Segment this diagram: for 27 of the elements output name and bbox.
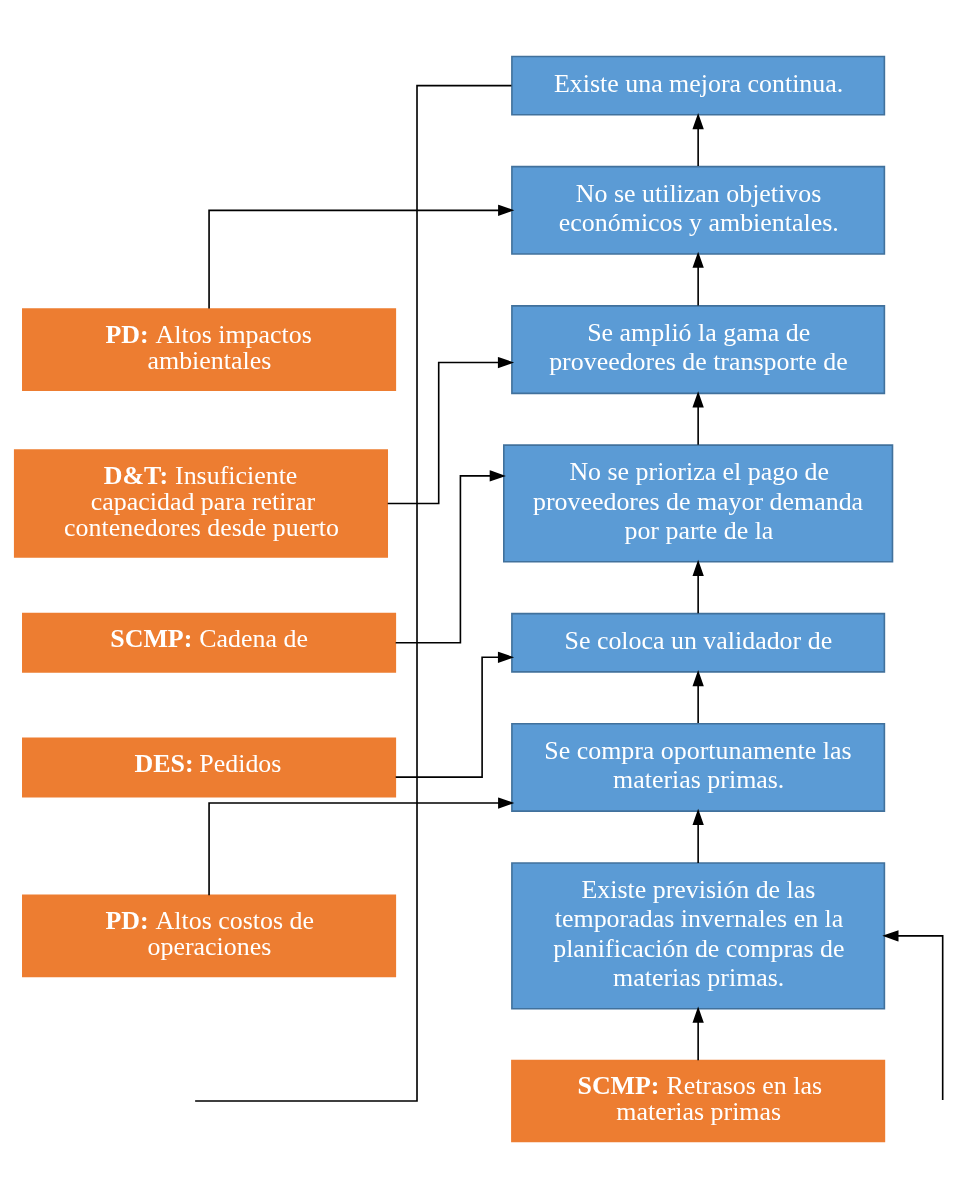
arrow [692, 112, 704, 167]
arrow [692, 808, 704, 864]
arrow [208, 204, 515, 309]
node-box: SCMP: Cadena de [22, 612, 397, 673]
arrow [692, 390, 704, 446]
node-box: D&T: Insuficiente capacidad para retirar contenedores desde puerto [13, 448, 388, 558]
arrow [208, 796, 515, 896]
node-box: No se utilizan objetivos económicos y ambientales. [511, 165, 886, 255]
node-box: Existe previsión de las temporadas invernales en la planificación de compras de materias primas. [511, 861, 886, 1010]
arrow [692, 251, 704, 306]
node-box: Existe una mejora continua. [511, 55, 886, 116]
arrow [394, 469, 506, 644]
arrow [692, 559, 704, 614]
arrow [394, 651, 515, 778]
arrow [386, 356, 515, 504]
arrow [692, 1006, 704, 1061]
connector [194, 84, 513, 1102]
node-box: Se compra oportunamente las materias primas. [511, 722, 886, 812]
node-box: PD: Altos costos de operaciones [22, 894, 397, 977]
node-box: SCMP: Retrasos en las materias primas [511, 1059, 886, 1142]
node-box: Se coloca un validador de [511, 612, 886, 673]
node-box: DES: Pedidos [22, 736, 397, 797]
arrow [692, 669, 704, 724]
node-box: PD: Altos impactos ambientales [22, 307, 397, 391]
node-box: No se prioriza el pago de proveedores de mayor demanda por parte de la [503, 443, 894, 563]
node-box: Se amplió la gama de proveedores de transporte de [511, 304, 886, 394]
arrow [882, 929, 944, 1101]
